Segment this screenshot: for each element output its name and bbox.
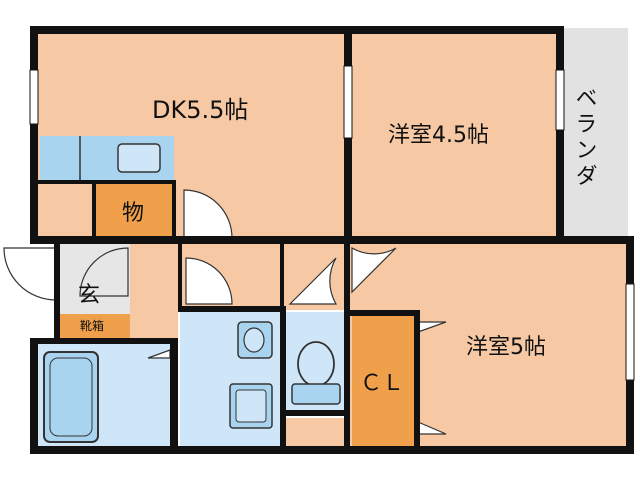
room-label-dk: DK5.5帖: [152, 96, 248, 124]
closet: [352, 316, 416, 446]
entrance-floor: [60, 244, 130, 316]
bathtub-inner: [49, 357, 93, 437]
hallway-floor-lower: [130, 300, 178, 342]
sink-icon: [117, 143, 161, 173]
storage-room: [96, 184, 172, 236]
room-label-western-1: 洋室4.5帖: [388, 123, 489, 148]
western-room-1-floor: [352, 32, 558, 236]
balcony: [560, 28, 628, 238]
washbasin-bowl: [243, 327, 265, 353]
room-label-shoe-box: 靴箱: [80, 318, 104, 333]
shoe-box: [60, 314, 130, 338]
room-label-balcony: ベランダ: [572, 86, 597, 190]
door-swing-icon: [3, 189, 447, 435]
toilet-tank: [291, 383, 341, 405]
room-label-entrance: 玄: [78, 283, 100, 308]
left-nook-floor: [40, 182, 92, 234]
toilet-icon: [297, 341, 335, 387]
walls: [30, 26, 634, 454]
washing-machine-pan-inner: [235, 389, 267, 423]
room-label-western-2: 洋室5帖: [466, 335, 546, 360]
window-icon: [29, 65, 635, 381]
room-label-storage: 物: [122, 201, 144, 226]
lower-nook-floor: [286, 418, 348, 448]
room-label-closet: ＣＬ: [360, 371, 404, 396]
